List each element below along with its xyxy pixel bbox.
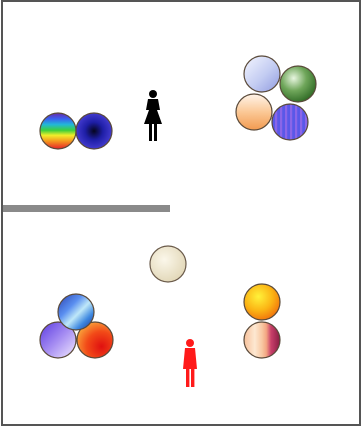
top-left-group[interactable] <box>39 112 113 150</box>
bottom-right-group[interactable] <box>243 283 281 359</box>
ball-peach-magenta-striped[interactable] <box>243 321 281 359</box>
top-right-group[interactable] <box>235 55 317 141</box>
ball-rainbow-striped[interactable] <box>39 112 77 150</box>
bottom-left-group[interactable] <box>39 293 114 359</box>
red-player-figure <box>183 339 197 387</box>
ball-yellow-orange-radial[interactable] <box>243 283 281 321</box>
ball-lavender-gradient[interactable] <box>243 55 281 93</box>
ball-peach-gradient[interactable] <box>235 93 273 131</box>
black-player-right-leg <box>154 124 157 141</box>
ball-blue-cyan-swirl[interactable] <box>57 293 95 331</box>
center-single[interactable] <box>149 245 187 283</box>
zone-divider <box>3 205 170 212</box>
red-player-right-leg <box>191 369 195 387</box>
black-player-body <box>144 99 162 124</box>
ball-blue-radial[interactable] <box>75 112 113 150</box>
ball-green-radial[interactable] <box>279 65 317 103</box>
red-player-head <box>186 339 194 347</box>
ball-violet-gradient[interactable] <box>39 321 77 359</box>
ball-blue-purple-striped[interactable] <box>271 103 309 141</box>
black-player-head <box>149 90 157 98</box>
red-player-left-leg <box>186 369 190 387</box>
ball-cream-plain[interactable] <box>149 245 187 283</box>
black-player-figure <box>144 90 162 141</box>
black-player-left-leg <box>149 124 152 141</box>
ball-red-orange-radial[interactable] <box>76 321 114 359</box>
red-player-body <box>183 348 197 369</box>
